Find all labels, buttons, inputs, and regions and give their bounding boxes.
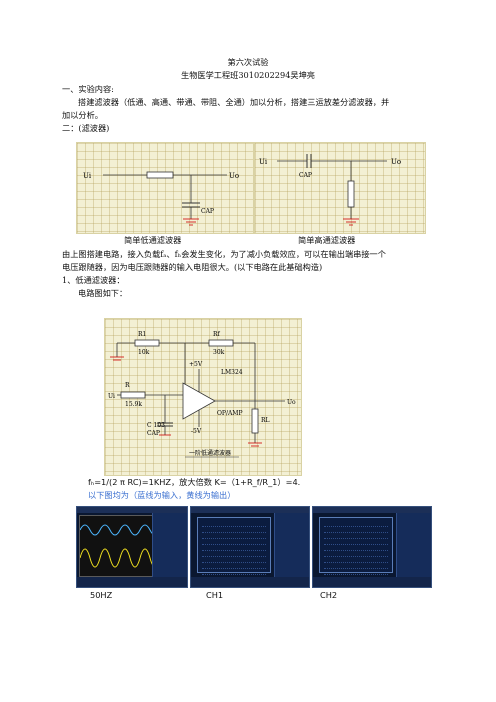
section1-body-line2: 加以分析。 <box>62 110 103 120</box>
highpass-out-label: Uo <box>391 158 401 166</box>
para1-line2: 电压跟随器，因为电压跟随器的输入电阻很大。(以下电路在此基础构造) <box>62 262 323 272</box>
scope-measure-ch2 <box>312 506 432 588</box>
sub1-circuit-label: 电路图如下： <box>78 288 128 298</box>
highpass-circuit-diagram: Ui Uo CAP <box>259 154 401 226</box>
lowpass-out-label: Uo <box>229 172 239 180</box>
sub1-heading: 1、低通滤波器： <box>62 275 125 285</box>
scope-measure-ch1 <box>190 506 310 588</box>
lowpass-cap-label: CAP <box>201 208 214 215</box>
opamp-label: OP/AMP <box>217 410 243 417</box>
lowpass-in-label: Ui <box>83 172 92 180</box>
scope-caption-ch1: CH1 <box>206 590 224 600</box>
vneg-label: -5V <box>191 428 202 435</box>
lowpass-circuit-diagram: Ui Uo CAP <box>83 171 239 226</box>
doc-subtitle: 生物医学工程班3010202294吴坤亮 <box>181 70 315 80</box>
scope-screen <box>79 515 163 577</box>
c-label: C 103 <box>147 422 165 429</box>
para1-line1: 由上图搭建电路，接入负载fₐ、fₕ会发生变化，为了减小负载效应，可以在输出端串接… <box>62 249 386 259</box>
active-out-label: Uo <box>287 399 296 406</box>
highpass-in-label: Ui <box>259 158 268 166</box>
scope-traces <box>79 524 161 568</box>
scope-caption-ch2: CH2 <box>320 590 338 600</box>
rl-label: RL <box>261 417 270 424</box>
section2-heading: 二：(滤波器) <box>62 123 110 133</box>
r1-label: R1 <box>138 331 146 338</box>
cap-label: CAP <box>147 430 160 437</box>
active-in-label: Ui <box>108 393 115 400</box>
scope-caption-50hz: 50HZ <box>90 590 113 600</box>
active-circuit-title: 一阶低通滤波器 <box>189 449 231 457</box>
lowpass-circuit-figure: Ui Uo CAP <box>76 142 254 234</box>
r-label: R <box>125 382 130 389</box>
scope-waveform-50hz <box>76 506 188 588</box>
rf-value: 30k <box>213 349 225 356</box>
section1-body-line1: 搭建滤波器（低通、高通、带通、带阻、全通）加以分析，搭建三运放差分滤波器，并 <box>78 97 390 107</box>
r-value: 15.9k <box>125 401 142 408</box>
highpass-caption: 简单高通滤波器 <box>298 235 356 245</box>
section1-heading: 一、实验内容: <box>62 84 114 94</box>
vpos-label: +5V <box>189 361 203 368</box>
active-lowpass-figure: R1 10k Rf 30k +5V LM324 Ui R 15.9k Uo OP… <box>104 318 302 476</box>
formula: fₕ=1/(2 π RC)=1KHZ，放大倍数 K=（1+R_f/R_1）=4. <box>88 477 301 487</box>
highpass-circuit-figure: Ui Uo CAP <box>254 142 426 234</box>
figures-note: 以下图均为（蓝线为输入，黄线为输出） <box>88 490 236 500</box>
highpass-cap-label: CAP <box>299 172 312 179</box>
lowpass-caption: 简单低通滤波器 <box>124 235 182 245</box>
doc-title: 第六次试验 <box>227 57 269 67</box>
r1-value: 10k <box>138 349 150 356</box>
active-lowpass-diagram: R1 10k Rf 30k +5V LM324 Ui R 15.9k Uo OP… <box>108 331 296 458</box>
chip-label: LM324 <box>221 369 243 376</box>
rf-label: Rf <box>213 331 221 338</box>
